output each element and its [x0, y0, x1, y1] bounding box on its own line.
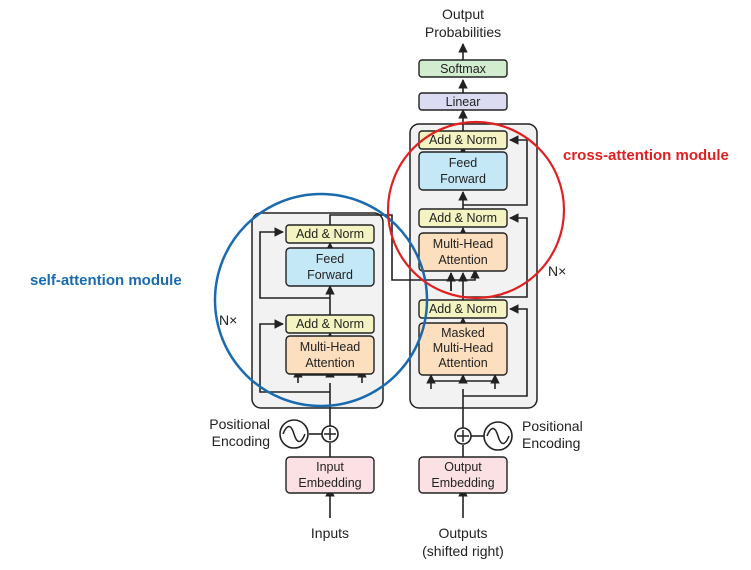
encoder-feed-forward: Feed Forward [285, 247, 375, 287]
softmax-block: Softmax [418, 59, 508, 78]
decoder-add-norm-top-label: Add & Norm [429, 133, 497, 147]
decoder-mha-line1: Multi-Head [433, 237, 493, 251]
output-probabilities-line2: Probabilities [425, 24, 501, 40]
decoder-add-norm-top: Add & Norm [418, 130, 508, 150]
decoder-add-norm-bottom-label: Add & Norm [429, 302, 497, 316]
plus-glyph [457, 430, 469, 442]
decoder-ff-line1: Feed [449, 156, 478, 170]
encoder-add-norm-top-label: Add & Norm [296, 227, 364, 241]
positional-left-line2: Encoding [212, 433, 270, 449]
output-embedding-line1: Output [444, 460, 482, 474]
outputs-label-line2: (shifted right) [422, 543, 504, 559]
output-embedding-line2: Embedding [431, 476, 494, 490]
input-embedding-line1: Input [316, 460, 344, 474]
decoder-feed-forward: Feed Forward [418, 151, 508, 191]
decoder-masked-line3: Attention [438, 356, 487, 370]
softmax-label: Softmax [440, 62, 487, 76]
sine-wave-path [486, 427, 510, 445]
self-attention-label: self-attention module [30, 272, 182, 289]
encoder-multi-head-attention: Multi-Head Attention [285, 335, 375, 375]
positional-encoding-left: Positional Encoding [209, 416, 339, 449]
encoder-add-norm-bottom: Add & Norm [285, 314, 375, 334]
sine-wave-path [282, 425, 306, 443]
plus-glyph [324, 428, 336, 440]
output-embedding-box [418, 456, 508, 494]
encoder-add-norm-bottom-label: Add & Norm [296, 317, 364, 331]
decoder-masked-line1: Masked [441, 326, 485, 340]
cross-attention-label: cross-attention module [563, 147, 729, 164]
encoder-repeat-label: N× [219, 312, 237, 328]
positional-right-line2: Encoding [522, 435, 580, 451]
decoder-mha-line2: Attention [438, 253, 487, 267]
input-embedding-block: Input Embedding [285, 456, 375, 494]
encoder-mha-line2: Attention [305, 356, 354, 370]
self-attention-circle [213, 192, 429, 408]
input-embedding-box [285, 456, 375, 494]
cross-attention-circle [386, 120, 566, 300]
encoder-add-norm-top: Add & Norm [285, 224, 375, 244]
input-embedding-line2: Embedding [298, 476, 361, 490]
decoder-masked-multi-head-attention: Masked Multi-Head Attention [418, 322, 508, 376]
encoder-ff-line1: Feed [316, 252, 345, 266]
decoder-multi-head-attention: Multi-Head Attention [418, 232, 508, 272]
encoder-mha-line1: Multi-Head [300, 340, 360, 354]
linear-block: Linear [418, 92, 508, 111]
inputs-label: Inputs [311, 525, 349, 541]
decoder-add-norm-bottom: Add & Norm [418, 299, 508, 319]
output-embedding-block: Output Embedding [418, 456, 508, 494]
decoder-ff-line2: Forward [440, 172, 486, 186]
outputs-label-line1: Outputs [438, 525, 487, 541]
encoder-ff-line2: Forward [307, 268, 353, 282]
decoder-add-norm-mid-label: Add & Norm [429, 211, 497, 225]
output-probabilities-line1: Output [442, 6, 484, 22]
decoder-add-norm-mid: Add & Norm [418, 208, 508, 228]
decoder-masked-line2: Multi-Head [433, 341, 493, 355]
positional-left-line1: Positional [209, 416, 270, 432]
linear-label: Linear [446, 95, 481, 109]
positional-encoding-right: Positional Encoding [454, 418, 583, 451]
decoder-repeat-label: N× [548, 263, 566, 279]
positional-right-line1: Positional [522, 418, 583, 434]
